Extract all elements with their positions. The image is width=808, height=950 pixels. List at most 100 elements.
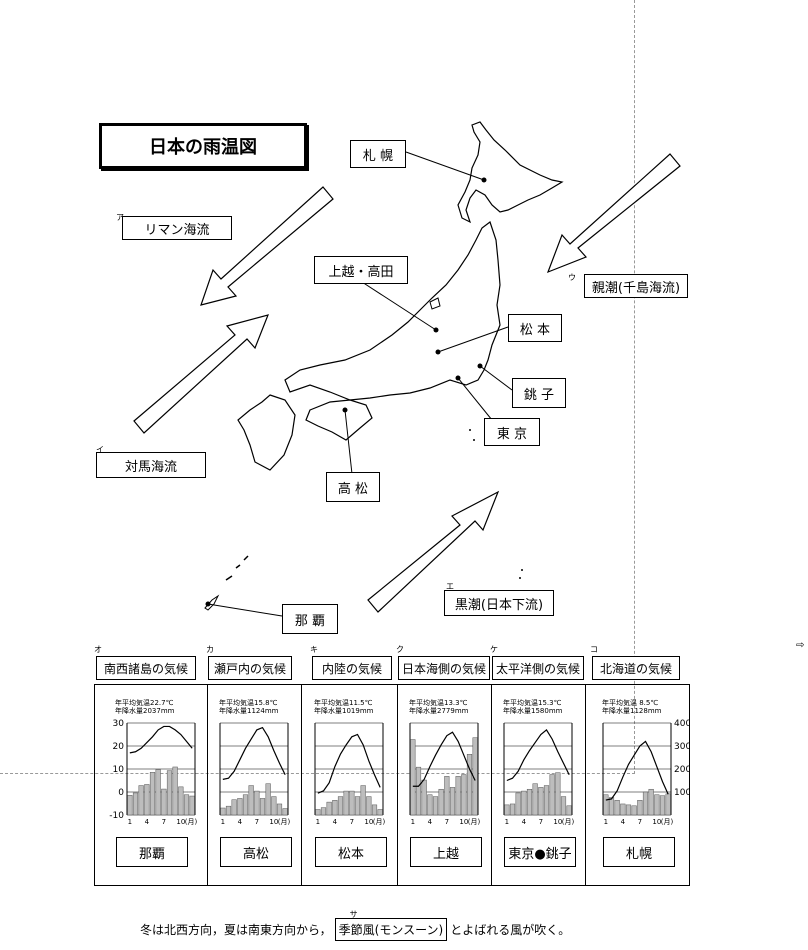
sado-island <box>429 297 441 310</box>
month-tick: (月) <box>562 818 575 826</box>
precip-bar <box>161 788 167 816</box>
month-tick: 4 <box>428 818 433 826</box>
precip-bar <box>155 769 161 816</box>
precip-bar <box>132 792 139 816</box>
stat-temp: 年平均気温15.3℃ <box>503 699 562 707</box>
stat-precip: 年降水量1128mm <box>602 707 662 715</box>
precip-bar <box>515 792 521 816</box>
precip-tick: 100 <box>674 788 690 798</box>
climate-kana: コ <box>590 645 598 654</box>
precip-bar <box>183 794 190 816</box>
stat-precip: 年降水量1580mm <box>503 707 563 715</box>
stat-temp: 年平均気温11.5℃ <box>314 699 373 707</box>
climate-kana: カ <box>206 645 214 654</box>
temp-tick: -10 <box>109 811 124 821</box>
month-tick: (月) <box>373 818 386 826</box>
temp-tick: 30 <box>113 719 125 729</box>
month-tick: 4 <box>333 818 338 826</box>
climate-city-label: 上越 <box>410 837 482 867</box>
climate-header: 南西諸島の気候 <box>96 656 196 680</box>
month-tick: 10 <box>459 818 468 826</box>
precip-bar <box>410 739 416 816</box>
precip-bar <box>654 794 660 816</box>
precip-bar <box>225 805 232 816</box>
precip-bar <box>259 798 266 816</box>
precip-bar <box>620 803 626 816</box>
precip-bar <box>449 787 456 816</box>
oyashio-current-arrow <box>546 153 681 274</box>
precip-bar <box>509 803 516 816</box>
month-tick: 1 <box>604 818 608 826</box>
southern-islands <box>225 555 249 581</box>
precip-bar <box>189 795 195 816</box>
climate-kana: ク <box>396 645 404 654</box>
climate-header: 北海道の気候 <box>592 656 680 680</box>
precip-bar <box>178 786 184 816</box>
climate-kana: ケ <box>490 645 498 654</box>
precip-bar <box>549 774 555 816</box>
monsoon-keyword: 季節風(モンスーン) <box>338 923 444 937</box>
month-tick: 4 <box>145 818 150 826</box>
precip-bar <box>326 801 332 816</box>
monsoon-sentence: 冬は北西方向，夏は南東方向から， サ 季節風(モンスーン) とよばれる風が吹く。 <box>140 910 570 941</box>
label-matsumoto: 松 本 <box>508 314 562 342</box>
precip-bar <box>438 788 444 816</box>
keyword-ruby: サ <box>349 910 358 919</box>
precip-bar <box>343 790 349 816</box>
precip-bar <box>461 774 467 816</box>
precip-tick: 300 <box>674 742 690 752</box>
month-tick: 4 <box>522 818 527 826</box>
precip-bar <box>455 776 461 816</box>
month-tick: 1 <box>316 818 320 826</box>
label-naha: 那 覇 <box>282 604 338 634</box>
stat-temp: 年平均気温15.8℃ <box>219 699 278 707</box>
label-choshi: 銚 子 <box>512 378 566 408</box>
precip-bar <box>377 809 383 816</box>
precip-bar <box>242 794 249 816</box>
precip-bar <box>444 776 450 816</box>
month-tick: 1 <box>505 818 509 826</box>
precip-bar <box>555 772 561 816</box>
precip-bar <box>315 809 321 816</box>
label-kuroshio-current: 黒潮(日本下流) <box>444 590 554 616</box>
kana-a: ア <box>116 213 124 222</box>
shikoku-outline <box>305 399 373 441</box>
temp-tick: 20 <box>113 742 125 752</box>
precip-bar <box>631 805 637 816</box>
stat-precip: 年降水量2037mm <box>115 707 175 715</box>
precip-bar <box>625 804 632 816</box>
stat-temp: 年平均気温22.7℃ <box>115 699 174 707</box>
precip-bar <box>504 804 510 816</box>
precip-bar <box>427 794 433 816</box>
month-tick: 7 <box>162 818 166 826</box>
kana-i: イ <box>96 445 104 454</box>
precip-bar <box>543 785 550 816</box>
climate-city-label: 那覇 <box>116 837 188 867</box>
precip-bar <box>320 807 327 816</box>
stat-precip: 年降水量1124mm <box>219 707 279 715</box>
precip-bar <box>366 796 372 816</box>
label-sapporo: 札 幌 <box>350 140 406 168</box>
precip-bar <box>254 790 260 816</box>
okinawa-islands <box>204 594 220 611</box>
month-tick: 4 <box>238 818 243 826</box>
climate-city-label: 札幌 <box>603 837 675 867</box>
precip-bar <box>432 796 439 816</box>
precip-bar <box>614 800 620 816</box>
precip-bar <box>337 796 344 816</box>
climate-city-label: 松本 <box>315 837 387 867</box>
temp-line <box>412 731 476 787</box>
label-oyashio-current: 親潮(千島海流) <box>584 274 688 298</box>
precip-bar <box>608 797 615 816</box>
hokkaido-outline <box>457 121 564 224</box>
precip-bar <box>265 783 271 816</box>
